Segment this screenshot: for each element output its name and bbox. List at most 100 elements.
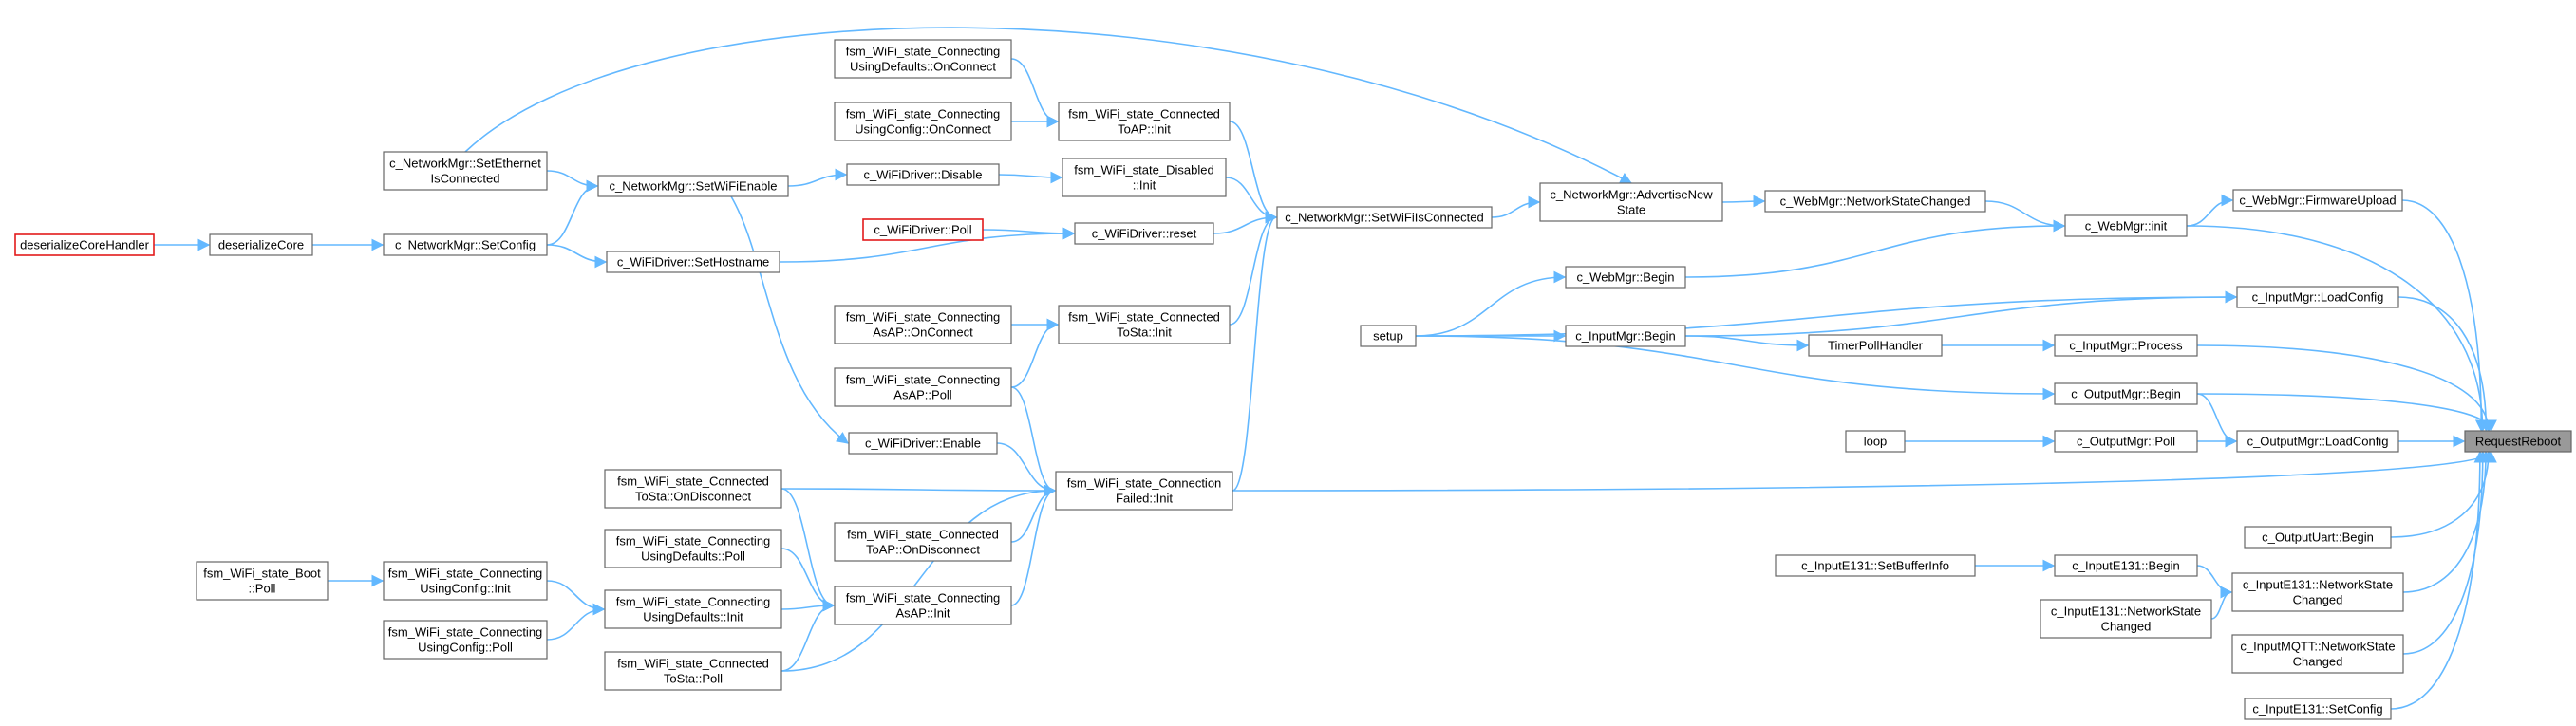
node-label: AsAP::OnConnect: [873, 326, 973, 340]
node-box: [383, 620, 548, 660]
node-box: [2064, 214, 2188, 237]
node-conn-using-config-poll[interactable]: fsm_WiFi_state_ConnectingUsingConfig::Po…: [383, 620, 548, 660]
node-label: fsm_WiFi_state_Connecting: [846, 310, 1001, 325]
node-label: c_NetworkMgr::SetWiFiIsConnected: [1285, 211, 1484, 225]
node-conn-using-config-init[interactable]: fsm_WiFi_state_ConnectingUsingConfig::In…: [383, 561, 548, 601]
node-box: [1808, 334, 1943, 357]
node-timer-poll[interactable]: TimerPollHandler: [1808, 334, 1943, 357]
node-e131-net-state-changed[interactable]: c_InputE131::NetworkStateChanged: [2231, 572, 2404, 612]
node-label: fsm_WiFi_state_Connecting: [846, 373, 1001, 387]
node-box: [196, 561, 329, 601]
edge-setup-to-output-begin: [1415, 335, 2056, 400]
node-box: [1360, 325, 1417, 347]
node-label: ToAP::OnDisconnect: [866, 543, 980, 557]
node-boot-poll[interactable]: fsm_WiFi_state_Boot::Poll: [196, 561, 329, 601]
node-label: deserializeCore: [218, 238, 304, 252]
node-box: [2040, 599, 2212, 639]
node-output-load-config[interactable]: c_OutputMgr::LoadConfig: [2236, 430, 2399, 453]
node-box: [604, 529, 782, 568]
node-to-sta-on-disconnect[interactable]: fsm_WiFi_state_ConnectedToSta::OnDisconn…: [604, 469, 782, 509]
node-loop[interactable]: loop: [1845, 430, 1906, 453]
node-output-uart-begin[interactable]: c_OutputUart::Begin: [2244, 526, 2392, 549]
node-box: [1055, 471, 1233, 511]
node-box: [604, 651, 782, 691]
node-wifi-reset[interactable]: c_WiFiDriver::reset: [1074, 222, 1214, 245]
node-set-config[interactable]: c_NetworkMgr::SetConfig: [383, 233, 548, 256]
node-label: c_NetworkMgr::SetConfig: [395, 238, 536, 252]
node-layer: deserializeCoreHandler deserializeCore c_N…: [14, 39, 2572, 720]
node-using-def-poll[interactable]: fsm_WiFi_state_ConnectingUsingDefaults::…: [604, 529, 782, 568]
node-box: [2236, 286, 2399, 308]
node-input-begin[interactable]: c_InputMgr::Begin: [1565, 325, 1686, 347]
node-input-load-config[interactable]: c_InputMgr::LoadConfig: [2236, 286, 2399, 308]
node-label: IsConnected: [431, 172, 500, 186]
node-input-process[interactable]: c_InputMgr::Process: [2054, 334, 2198, 357]
node-to-ap-on-disconnect[interactable]: fsm_WiFi_state_ConnectedToAP::OnDisconne…: [834, 522, 1012, 562]
edge-e131-begin-to-e131-net-state-changed: [2196, 565, 2233, 599]
node-label: UsingConfig::Poll: [418, 641, 513, 655]
node-firmware-upload[interactable]: c_WebMgr::FirmwareUpload: [2232, 189, 2403, 212]
node-conn-def-on-connect[interactable]: fsm_WiFi_state_ConnectingUsingDefaults::…: [834, 39, 1012, 79]
node-deserialize-core[interactable]: deserializeCore: [209, 233, 313, 256]
node-label: fsm_WiFi_state_Connecting: [846, 45, 1001, 59]
node-box: [1775, 554, 1976, 577]
node-label: c_InputE131::SetConfig: [2252, 702, 2382, 717]
node-e131-begin[interactable]: c_InputE131::Begin: [2054, 554, 2198, 577]
node-e131-net-state-changed2[interactable]: c_InputE131::NetworkStateChanged: [2040, 599, 2212, 639]
node-set-hostname[interactable]: c_WiFiDriver::SetHostname: [606, 251, 780, 273]
node-label: AsAP::Init: [895, 606, 950, 621]
node-label: c_NetworkMgr::SetWiFiEnable: [610, 179, 778, 194]
edge-web-init-to-firmware-upload: [2186, 194, 2234, 227]
node-label: c_WebMgr::NetworkStateChanged: [1780, 195, 1971, 209]
node-setup[interactable]: setup: [1360, 325, 1417, 347]
node-web-init[interactable]: c_WebMgr::init: [2064, 214, 2188, 237]
node-label: Failed::Init: [1116, 492, 1173, 506]
node-wifi-enable[interactable]: c_WiFiDriver::Enable: [848, 432, 998, 455]
node-network-state-changed[interactable]: c_WebMgr::NetworkStateChanged: [1764, 190, 1986, 213]
node-box: [834, 39, 1012, 79]
node-wifi-poll[interactable]: c_WiFiDriver::Poll: [862, 218, 984, 241]
edge-set-config-to-set-hostname: [546, 244, 608, 269]
edge-set-ethernet-to-advertise-new-state: [464, 27, 1633, 184]
edge-set-config-to-set-wi-fi-enable: [546, 179, 599, 246]
node-label: Changed: [2293, 593, 2343, 607]
node-disabled-init[interactable]: fsm_WiFi_state_Disabled::Init: [1062, 158, 1227, 197]
node-label: c_OutputMgr::Begin: [2071, 387, 2181, 401]
node-label: c_InputE131::Begin: [2072, 559, 2179, 573]
node-request-reboot[interactable]: RequestReboot: [2464, 430, 2572, 453]
node-set-wi-fi-enable[interactable]: c_NetworkMgr::SetWiFiEnable: [597, 175, 789, 197]
node-box: [846, 163, 1000, 186]
node-web-begin[interactable]: c_WebMgr::Begin: [1565, 266, 1686, 289]
edge-to-sta-poll-to-as-ap-init: [780, 599, 836, 672]
node-box: [1845, 430, 1906, 453]
node-box: [2231, 572, 2404, 612]
node-conn-config-on-connect[interactable]: fsm_WiFi_state_ConnectingUsingConfig::On…: [834, 102, 1012, 141]
node-deserialize-core-handler[interactable]: deserializeCoreHandler: [14, 233, 155, 256]
node-label: c_OutputMgr::Poll: [2077, 435, 2175, 449]
node-label: fsm_WiFi_state_Connected: [617, 475, 769, 489]
node-label: UsingConfig::Init: [420, 582, 511, 596]
node-label: UsingDefaults::Init: [643, 610, 743, 624]
node-mqtt-net-state-changed[interactable]: c_InputMQTT::NetworkStateChanged: [2231, 634, 2404, 674]
node-label: ToAP::Init: [1118, 122, 1171, 137]
node-set-buffer-info[interactable]: c_InputE131::SetBufferInfo: [1775, 554, 1976, 577]
node-wifi-disable[interactable]: c_WiFiDriver::Disable: [846, 163, 1000, 186]
node-e131-set-config[interactable]: c_InputE131::SetConfig: [2244, 698, 2392, 720]
edge-setup-to-input-load-config: [1415, 290, 2238, 337]
node-output-begin[interactable]: c_OutputMgr::Begin: [2054, 382, 2198, 405]
node-set-wi-fi-is-connected[interactable]: c_NetworkMgr::SetWiFiIsConnected: [1276, 206, 1493, 229]
node-output-poll[interactable]: c_OutputMgr::Poll: [2054, 430, 2198, 453]
edge-input-process-to-request-reboot: [2196, 344, 2495, 433]
node-box: [2054, 382, 2198, 405]
node-using-def-init[interactable]: fsm_WiFi_state_ConnectingUsingDefaults::…: [604, 589, 782, 629]
node-label: c_OutputMgr::LoadConfig: [2247, 435, 2389, 449]
